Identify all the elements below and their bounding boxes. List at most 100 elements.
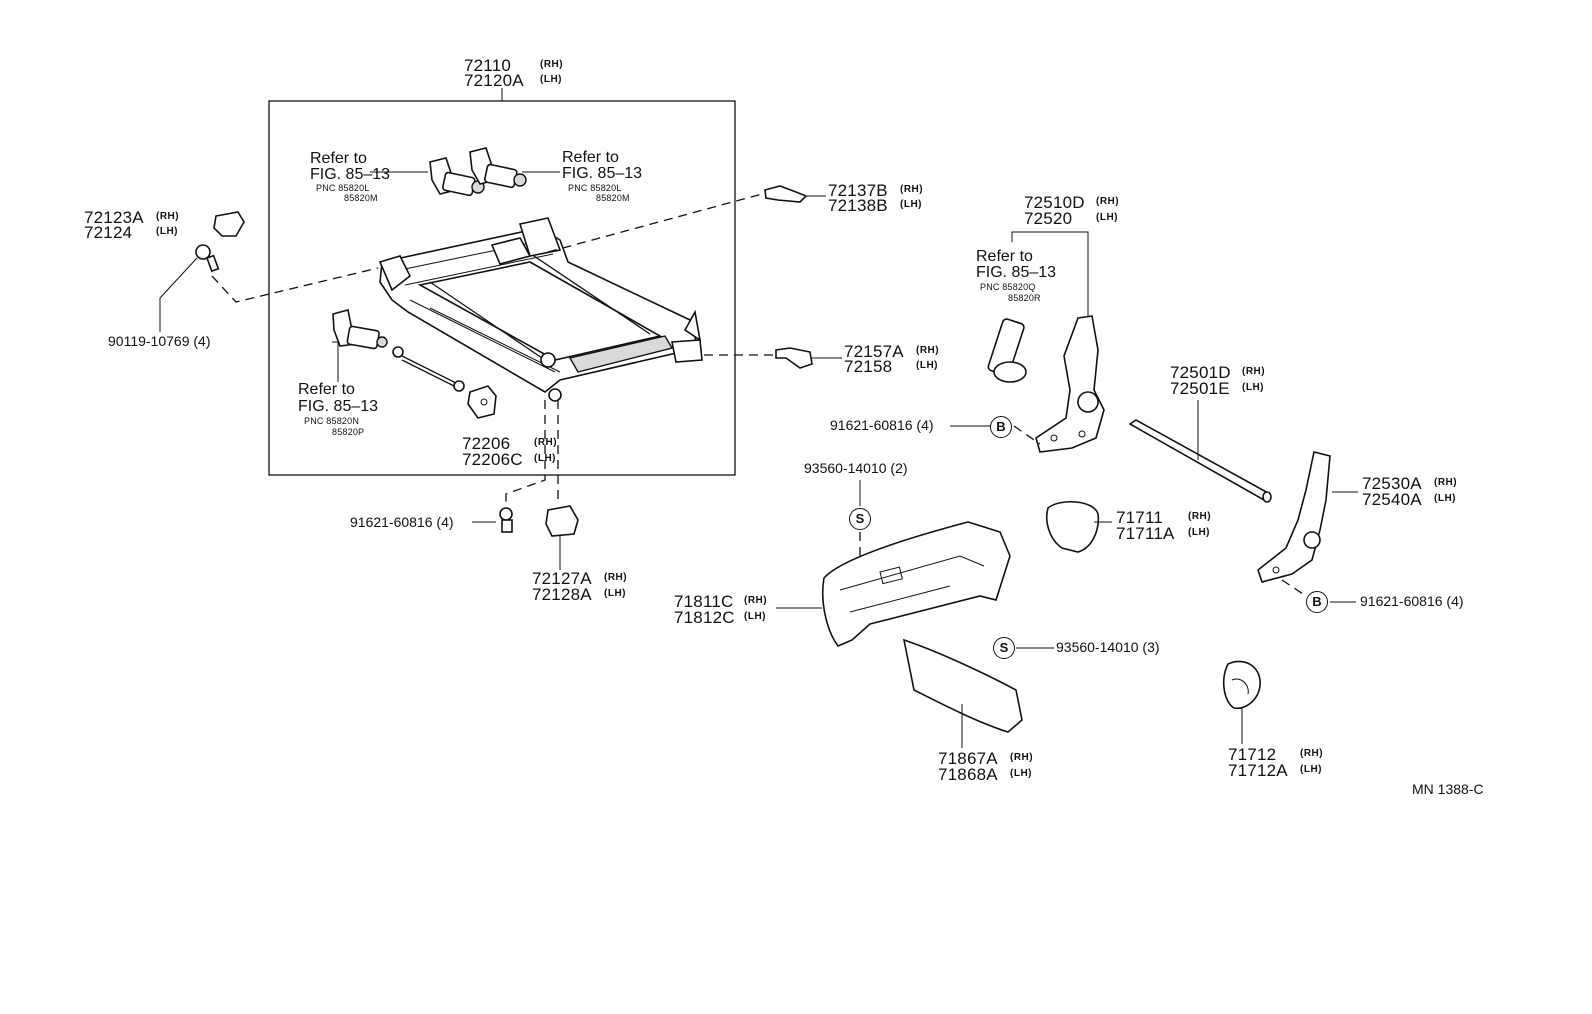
label-72127a-side: (RH): [604, 572, 628, 583]
label-71812c-side: (LH): [744, 611, 766, 622]
cover-72127a: [545, 505, 579, 537]
recliner-72510d: [1035, 315, 1105, 453]
label-71712: 71712: [1228, 745, 1277, 764]
marker-s-bottom: S: [993, 637, 1015, 659]
label-71868a-side: (LH): [1010, 768, 1032, 779]
ref-top-right-line1: Refer to: [562, 149, 619, 166]
bolt-90119: [195, 244, 220, 273]
label-91621-mid: 91621-60816 (4): [830, 417, 934, 433]
ref-right-pnc1: PNC 85820Q: [980, 282, 1036, 292]
drawing-code: MN 1388-C: [1412, 781, 1484, 797]
label-71711-side: (RH): [1188, 511, 1212, 522]
label-72158-side: (LH): [916, 360, 938, 371]
label-72501e-side: (LH): [1242, 382, 1264, 393]
label-93560-bottom: 93560-14010 (3): [1056, 639, 1160, 655]
label-71811c-side: (RH): [744, 595, 768, 606]
label-72510d-side: (RH): [1096, 196, 1120, 207]
label-72510d: 72510D: [1024, 193, 1085, 212]
label-71867a-side: (RH): [1010, 752, 1034, 763]
marker-b-mid: B: [990, 416, 1012, 438]
ref-top-right-pnc1: PNC 85820L: [568, 183, 622, 193]
ref-right-pnc2: 85820R: [1008, 293, 1041, 303]
ref-right-line2: FIG. 85–13: [976, 264, 1057, 281]
label-71711: 71711: [1116, 508, 1164, 527]
bracket-72157a: [775, 347, 813, 369]
label-71712a: 71712A: [1228, 761, 1288, 780]
label-72137b: 72137B: [828, 181, 888, 200]
ref-top-right-line2: FIG. 85–13: [562, 165, 643, 182]
label-72128a-side: (LH): [604, 588, 626, 599]
shaft-72501d: [1128, 419, 1272, 503]
label-71812c: 71812C: [674, 608, 735, 627]
cover-71711: [1046, 500, 1100, 553]
label-72206: 72206: [462, 434, 511, 453]
label-72138b-side: (LH): [900, 199, 922, 210]
ref-bottom-left-pnc1: PNC 85820N: [304, 416, 360, 426]
label-72123a: 72123A: [84, 208, 144, 227]
bracket-72137b: [764, 185, 808, 203]
ref-right-line1: Refer to: [976, 248, 1033, 265]
label-71711a: 71711A: [1116, 524, 1175, 543]
bolt-91621-left: [499, 507, 513, 533]
label-91621-right: 91621-60816 (4): [1360, 593, 1464, 609]
label-72501d: 72501D: [1170, 363, 1231, 382]
label-72158: 72158: [844, 357, 893, 376]
label-72540a-side: (LH): [1434, 493, 1456, 504]
label-72206-side: (RH): [534, 437, 558, 448]
label-72157a: 72157A: [844, 342, 904, 361]
marker-s-top: S: [849, 508, 871, 530]
label-72110-side: (RH): [540, 59, 564, 70]
cover-71712: [1222, 660, 1261, 710]
trim-71867a: [902, 638, 1023, 733]
seat-side-cover-71811c: [821, 521, 1011, 647]
label-91621-left: 91621-60816 (4): [350, 514, 454, 530]
label-72124-side: (LH): [156, 226, 178, 237]
label-72120a: 72120A: [464, 71, 524, 90]
ref-bottom-left-pnc2: 85820P: [332, 427, 365, 437]
ref-bottom-left-line2: FIG. 85–13: [298, 398, 379, 415]
label-72520-side: (LH): [1096, 212, 1118, 223]
label-72124: 72124: [84, 223, 133, 242]
label-72120a-side: (LH): [540, 74, 562, 85]
label-72501e: 72501E: [1170, 379, 1230, 398]
label-72530a: 72530A: [1362, 474, 1422, 493]
motor-bottom-left: [332, 309, 388, 350]
label-71868a: 71868A: [938, 765, 998, 784]
label-71712a-side: (LH): [1300, 764, 1322, 775]
recliner-motor: [987, 318, 1027, 383]
ref-top-left-pnc2: 85820M: [344, 193, 378, 203]
label-72540a: 72540A: [1362, 490, 1422, 509]
label-93560-top: 93560-14010 (2): [804, 460, 908, 476]
ref-top-right-pnc2: 85820M: [596, 193, 630, 203]
ref-top-left-line1: Refer to: [310, 150, 367, 167]
label-72501d-side: (RH): [1242, 366, 1266, 377]
label-72206c-side: (LH): [534, 453, 556, 464]
recliner-72530a: [1257, 451, 1331, 583]
label-71867a: 71867A: [938, 749, 998, 768]
marker-b-right: B: [1306, 591, 1328, 613]
seat-adjuster-frame: [378, 217, 703, 402]
cover-72123a: [213, 211, 245, 237]
label-72128a: 72128A: [532, 585, 592, 604]
label-72110: 72110: [464, 56, 512, 75]
ref-bottom-left-line1: Refer to: [298, 381, 355, 398]
label-90119: 90119-10769 (4): [108, 333, 211, 349]
label-72138b: 72138B: [828, 196, 888, 215]
ref-top-left-pnc1: PNC 85820L: [316, 183, 370, 193]
label-72157a-side: (RH): [916, 345, 940, 356]
motor-top-right: [469, 147, 527, 189]
label-72137b-side: (RH): [900, 184, 924, 195]
label-72127a: 72127A: [532, 569, 592, 588]
label-72206c: 72206C: [462, 450, 523, 469]
label-71712-side: (RH): [1300, 748, 1324, 759]
label-72530a-side: (RH): [1434, 477, 1458, 488]
drive-cable: [392, 346, 465, 392]
label-71811c: 71811C: [674, 592, 734, 611]
label-72520: 72520: [1024, 209, 1073, 228]
ref-top-left-line2: FIG. 85–13: [310, 166, 391, 183]
label-72123a-side: (RH): [156, 211, 180, 222]
bracket-72206: [467, 385, 497, 419]
label-71711a-side: (LH): [1188, 527, 1210, 538]
